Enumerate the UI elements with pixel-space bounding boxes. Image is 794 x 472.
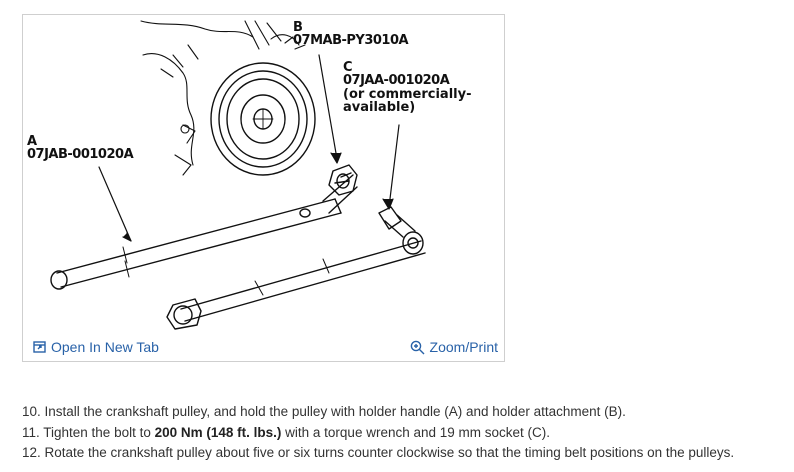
callout-c-code: 07JAA-001020A — [343, 73, 450, 89]
figure-frame: A 07JAB-001020A B 07MAB-PY3010A C 07JAA-… — [22, 14, 505, 362]
callout-c-note-line2: available) — [343, 99, 416, 115]
step-11-text: 11. Tighten the bolt to — [22, 424, 155, 440]
callout-a-code: 07JAB-001020A — [27, 147, 134, 163]
open-in-new-tab-link[interactable]: Open In New Tab — [33, 339, 159, 355]
callout-c: C 07JAA-001020A (or commercially- availa… — [343, 61, 471, 114]
engine-outline — [140, 20, 306, 176]
step-12-text: 12. Rotate the crankshaft pulley about f… — [22, 445, 735, 460]
zoom-print-label: Zoom/Print — [429, 339, 498, 355]
step-10: 10. Install the crankshaft pulley, and h… — [22, 402, 792, 423]
step-10-text: 10. Install the crankshaft pulley, and h… — [22, 404, 626, 419]
figure-toolbar: Open In New Tab Zoom/Print — [23, 333, 504, 361]
callout-a-letter: A — [27, 134, 38, 149]
step-11-text-end: with a torque wrench and 19 mm socket (C… — [281, 424, 551, 440]
callout-c-letter: C — [343, 60, 353, 75]
callout-c-note-line1: (or commercially- — [343, 86, 472, 102]
torque-wrench-c — [166, 206, 426, 330]
holder-attachment-b — [328, 164, 358, 196]
zoom-in-icon — [410, 340, 425, 354]
open-new-tab-icon — [33, 341, 46, 353]
tool-illustration — [50, 20, 426, 330]
crankshaft-pulley — [210, 62, 316, 176]
open-in-new-tab-label: Open In New Tab — [51, 339, 159, 355]
callout-b-letter: B — [293, 20, 303, 35]
callout-b: B 07MAB-PY3010A — [293, 20, 409, 49]
holder-handle-a — [50, 174, 358, 290]
instruction-steps: 10. Install the crankshaft pulley, and h… — [22, 402, 792, 464]
callout-b-code: 07MAB-PY3010A — [293, 33, 409, 49]
callout-a: A 07JAB-001020A — [27, 134, 134, 163]
leader-lines — [98, 54, 400, 242]
step-12: 12. Rotate the crankshaft pulley about f… — [22, 443, 792, 464]
torque-spec: 200 Nm (148 ft. lbs.) — [154, 424, 282, 440]
zoom-print-link[interactable]: Zoom/Print — [410, 339, 498, 355]
step-11: 11. Tighten the bolt to 200 Nm (148 ft. … — [22, 423, 792, 444]
